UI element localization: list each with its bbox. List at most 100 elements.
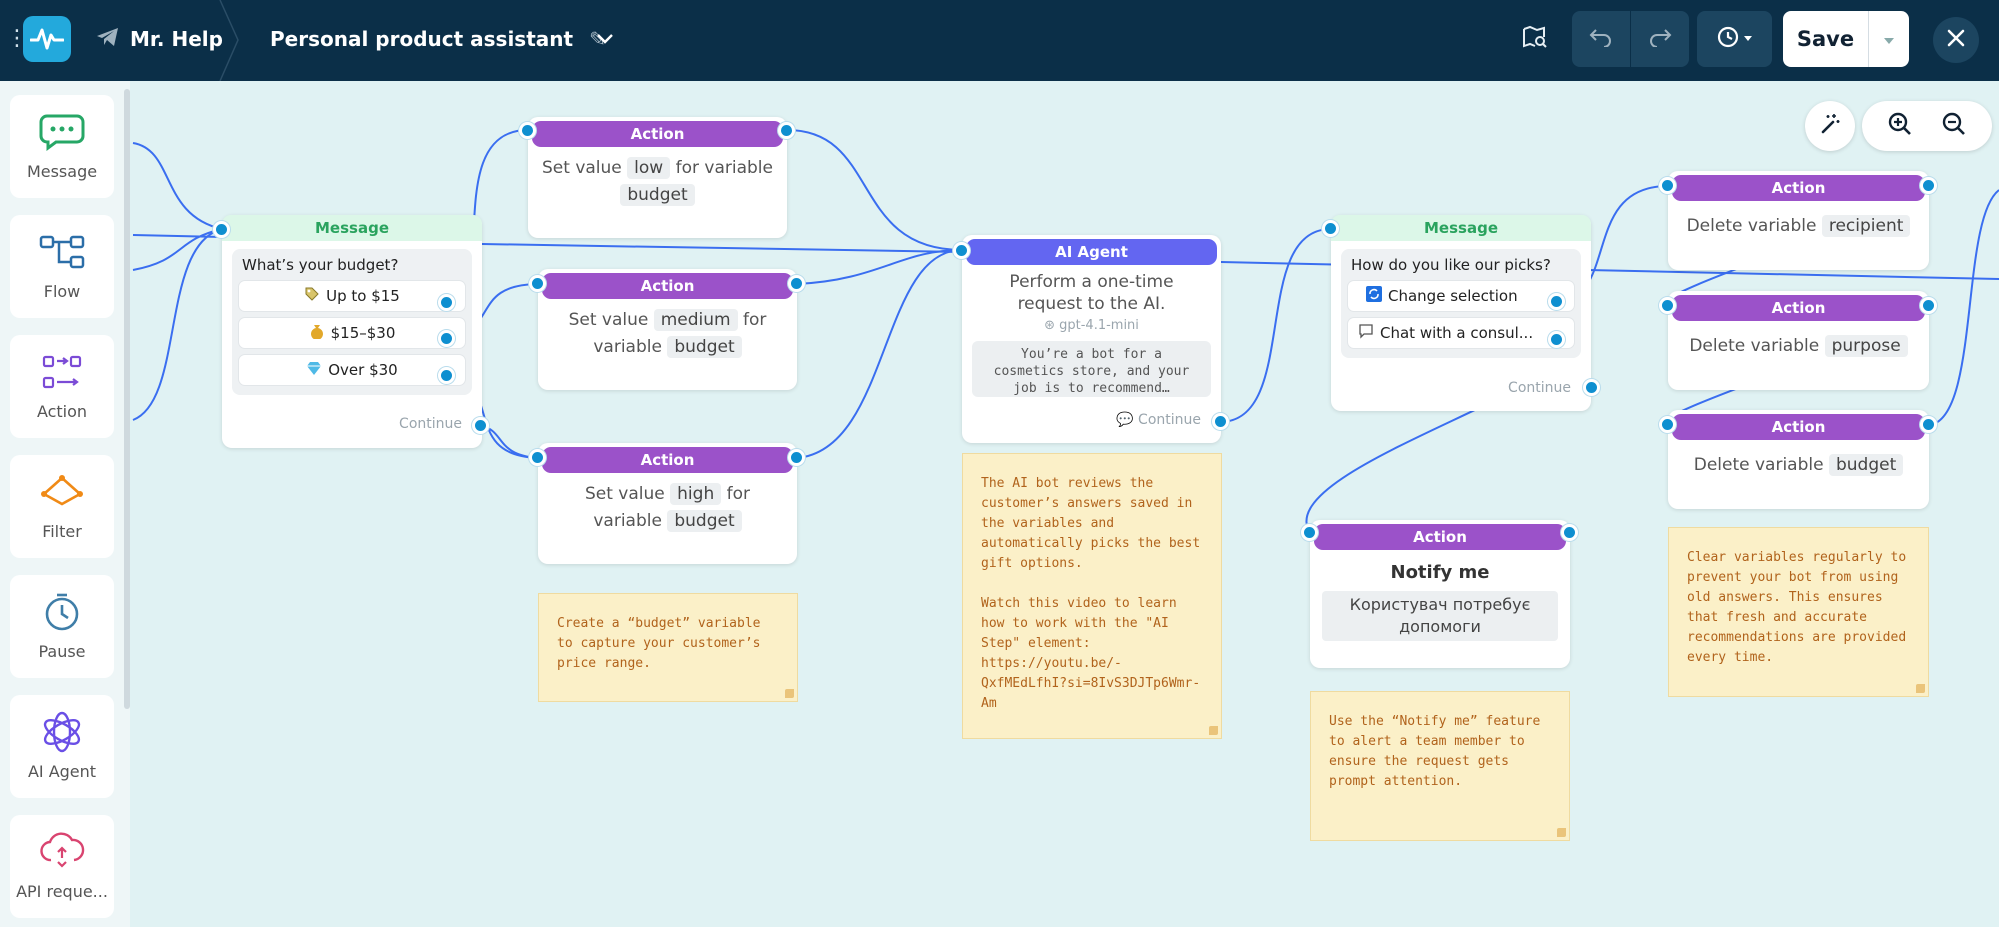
palette-item-label: AI Agent	[27, 762, 97, 781]
notify-title: Notify me	[1390, 562, 1490, 583]
output-port[interactable]	[788, 449, 805, 466]
magic-wand-icon	[1818, 112, 1842, 140]
output-port[interactable]	[472, 417, 489, 434]
app-logo[interactable]	[23, 16, 71, 62]
output-port[interactable]	[788, 275, 805, 292]
action-node-delete-recipient[interactable]: Action Delete variable recipient	[1668, 171, 1929, 270]
input-port[interactable]	[953, 242, 970, 259]
action-text: for variable	[675, 158, 773, 178]
save-options-button[interactable]	[1868, 11, 1909, 67]
action-text: Set value	[542, 158, 622, 178]
action-description: Delete variable budget	[1668, 440, 1929, 479]
map-search-icon	[1522, 25, 1548, 53]
sticky-note-clear-variables[interactable]: Clear variables regularly to prevent you…	[1668, 527, 1929, 697]
palette-item-action[interactable]: Action	[10, 335, 114, 438]
node-header: Action	[1314, 524, 1566, 550]
ai-agent-description: Perform a one-time request to the AI.	[1009, 272, 1174, 314]
action-node-notify[interactable]: Action Notify me Користувач потребує доп…	[1310, 520, 1570, 668]
output-port[interactable]	[1212, 413, 1229, 430]
output-port[interactable]	[778, 122, 795, 139]
output-port[interactable]	[1548, 331, 1565, 348]
palette-item-flow[interactable]: Flow	[10, 215, 114, 318]
palette-item-label: Message	[26, 162, 98, 181]
message-bubble: How do you like our picks? Change select…	[1341, 249, 1581, 358]
output-port[interactable]	[1920, 297, 1937, 314]
action-text: for variable	[593, 310, 767, 357]
map-search-button[interactable]	[1510, 11, 1560, 67]
action-text: Set value	[584, 484, 665, 504]
palette-item-ai-agent[interactable]: AI Agent	[10, 695, 114, 798]
save-button[interactable]: Save	[1796, 27, 1855, 51]
value-chip: medium	[653, 309, 738, 331]
palette-item-message[interactable]: Message	[10, 95, 114, 198]
magic-arrange-button[interactable]	[1805, 101, 1855, 151]
node-header: Action	[1672, 175, 1925, 201]
bot-selector[interactable]: Mr. Help	[96, 24, 223, 54]
quick-reply-up-to-15[interactable]: Up to $15	[238, 280, 466, 312]
input-port[interactable]	[1322, 220, 1339, 237]
save-button-group: Save	[1783, 11, 1909, 67]
action-node-delete-purpose[interactable]: Action Delete variable purpose	[1668, 291, 1929, 390]
redo-button[interactable]	[1631, 11, 1689, 67]
sticky-note-notify[interactable]: Use the “Notify me” feature to alert a t…	[1310, 691, 1570, 841]
quick-reply-15-30[interactable]: $15–$30	[238, 317, 466, 349]
output-port[interactable]	[1920, 416, 1937, 433]
tag-icon	[304, 286, 320, 306]
palette-item-pause[interactable]: Pause	[10, 575, 114, 678]
input-port[interactable]	[1659, 416, 1676, 433]
quick-reply-change-selection[interactable]: Change selection	[1347, 280, 1575, 312]
close-button[interactable]	[1933, 17, 1979, 63]
chevron-down-icon[interactable]	[590, 24, 620, 54]
message-node-picks[interactable]: Message How do you like our picks? Chang…	[1331, 215, 1591, 411]
action-text: Set value	[568, 310, 649, 330]
input-port[interactable]	[529, 275, 546, 292]
flow-title[interactable]: Personal product assistant ✎	[270, 24, 606, 54]
action-node-set-low[interactable]: Action Set value low for variable budget	[528, 117, 787, 238]
input-port[interactable]	[213, 221, 230, 238]
palette-scrollbar[interactable]	[124, 89, 130, 709]
model-icon: ⊛	[1044, 318, 1055, 333]
output-port[interactable]	[1583, 379, 1600, 396]
filter-icon	[38, 472, 86, 512]
more-vertical-icon[interactable]: ⋮	[6, 26, 28, 51]
edit-pencil-icon[interactable]: ✎	[589, 27, 606, 51]
message-bubble-icon	[38, 112, 86, 152]
message-node-budget[interactable]: Message What’s your budget? Up to $15 $1…	[222, 215, 482, 448]
undo-button[interactable]	[1572, 11, 1630, 67]
redo-icon	[1648, 27, 1672, 51]
zoom-controls	[1862, 101, 1992, 151]
input-port[interactable]	[1301, 524, 1318, 541]
zoom-in-icon[interactable]	[1887, 111, 1913, 141]
ai-agent-node[interactable]: AI Agent Perform a one-time request to t…	[962, 235, 1221, 443]
input-port[interactable]	[519, 122, 536, 139]
input-port[interactable]	[1659, 177, 1676, 194]
action-description: Delete variable recipient	[1668, 201, 1929, 240]
option-label: Up to $15	[326, 287, 400, 305]
output-port[interactable]	[1920, 177, 1937, 194]
flow-title-text: Personal product assistant	[270, 27, 574, 51]
action-node-set-medium[interactable]: Action Set value medium for variable bud…	[538, 269, 797, 390]
sticky-note-budget[interactable]: Create a “budget” variable to capture yo…	[538, 593, 798, 702]
action-node-delete-budget[interactable]: Action Delete variable budget	[1668, 410, 1929, 509]
output-port[interactable]	[1548, 293, 1565, 310]
sticky-note-ai[interactable]: The AI bot reviews the customer’s answer…	[962, 453, 1222, 739]
input-port[interactable]	[529, 449, 546, 466]
history-button[interactable]	[1697, 11, 1772, 67]
value-chip: high	[670, 483, 722, 505]
output-port[interactable]	[1561, 524, 1578, 541]
element-palette: Message Flow Action Filter Pause AI Agen…	[0, 81, 130, 927]
input-port[interactable]	[1659, 297, 1676, 314]
variable-chip: budget	[667, 336, 742, 358]
quick-reply-over-30[interactable]: Over $30	[238, 354, 466, 386]
output-port[interactable]	[438, 294, 455, 311]
output-port[interactable]	[438, 330, 455, 347]
action-node-set-high[interactable]: Action Set value high for variable budge…	[538, 443, 797, 564]
zoom-out-icon[interactable]	[1941, 111, 1967, 141]
continue-label: Continue	[1508, 380, 1571, 396]
history-icon	[1715, 25, 1755, 53]
palette-item-filter[interactable]: Filter	[10, 455, 114, 558]
undo-icon	[1589, 27, 1613, 51]
palette-item-api-request[interactable]: API reque...	[10, 815, 114, 918]
quick-reply-chat-consultant[interactable]: Chat with a consul...	[1347, 317, 1575, 349]
output-port[interactable]	[438, 367, 455, 384]
